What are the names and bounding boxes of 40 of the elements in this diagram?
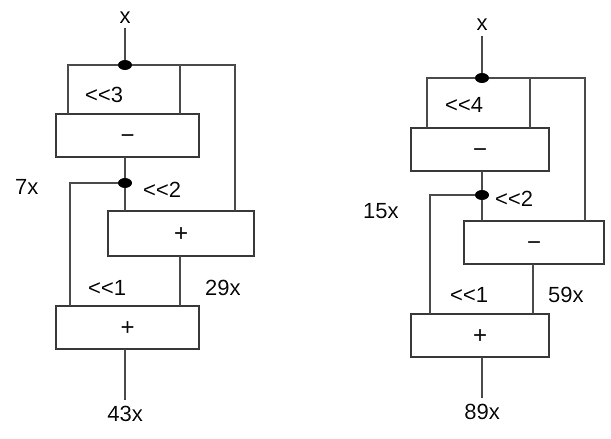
signal-label: x bbox=[470, 10, 494, 36]
operation-box: − bbox=[410, 127, 550, 172]
connector-line bbox=[481, 172, 483, 190]
annotation-text: <<3 bbox=[85, 84, 123, 106]
annotation-text: <<1 bbox=[88, 277, 126, 299]
operation-box: + bbox=[107, 210, 255, 257]
connector-line bbox=[481, 36, 483, 73]
annotation-text: <<1 bbox=[450, 284, 488, 306]
signal-label: 89x bbox=[460, 398, 504, 426]
connector-line bbox=[532, 265, 534, 313]
operation-box: + bbox=[410, 313, 550, 358]
signal-label: x bbox=[113, 4, 137, 28]
junction-dot bbox=[118, 178, 132, 188]
connector-line bbox=[124, 158, 126, 178]
annotation-text: <<2 bbox=[143, 179, 181, 201]
connector-line bbox=[489, 77, 586, 220]
annotation-text: 7x bbox=[15, 176, 38, 198]
connector-line bbox=[179, 257, 181, 305]
connector-line bbox=[132, 64, 236, 210]
connector-line bbox=[69, 182, 118, 305]
junction-dot bbox=[475, 190, 489, 200]
connector-line bbox=[426, 77, 475, 127]
connector-line bbox=[124, 350, 126, 400]
annotation-text: 59x bbox=[548, 284, 584, 306]
operation-box: − bbox=[463, 220, 605, 265]
junction-dot bbox=[118, 60, 132, 70]
annotation-text: <<2 bbox=[495, 188, 533, 210]
connector-line bbox=[481, 358, 483, 398]
connector-line bbox=[124, 28, 126, 60]
operation-box: + bbox=[55, 305, 200, 350]
junction-dot bbox=[475, 73, 489, 83]
connector-line bbox=[124, 188, 126, 210]
annotation-text: 29x bbox=[205, 277, 240, 299]
annotation-text: <<4 bbox=[445, 94, 483, 116]
connector-line bbox=[481, 200, 483, 220]
connector-line bbox=[429, 194, 475, 313]
operation-box: − bbox=[55, 113, 200, 158]
annotation-text: 15x bbox=[363, 200, 398, 222]
signal-label: 43x bbox=[103, 400, 147, 428]
connector-line bbox=[67, 64, 118, 113]
